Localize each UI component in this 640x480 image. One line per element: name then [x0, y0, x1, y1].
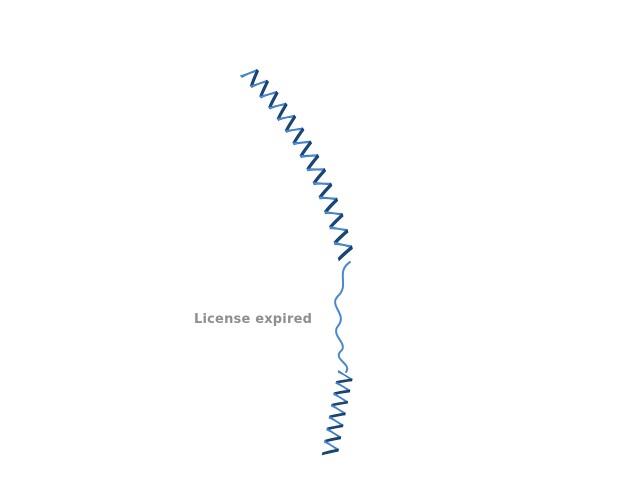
upper-alpha-helix [239, 68, 353, 262]
coil-loop [334, 261, 351, 373]
license-expired-watermark: License expired [194, 312, 313, 327]
helix-turn [337, 245, 353, 262]
lower-alpha-helix [321, 369, 353, 456]
helix-turn [321, 448, 339, 456]
